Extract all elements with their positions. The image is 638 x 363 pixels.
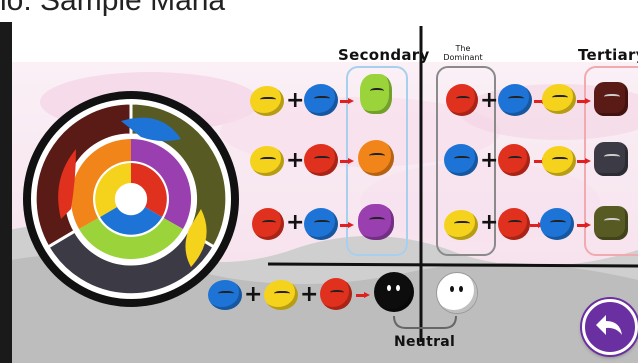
yellow-blob [444, 210, 478, 240]
left-edge-bar [0, 22, 12, 363]
red-blob [498, 144, 530, 176]
arrow-icon [577, 222, 591, 228]
plus-sign: + [286, 148, 305, 173]
plus-sign: + [286, 210, 305, 235]
purple-blob [358, 204, 394, 240]
back-arrow-icon [596, 315, 622, 335]
color-wheel [23, 91, 239, 307]
white-blob [436, 272, 478, 314]
dominant-column-box [436, 66, 496, 256]
green-blob [360, 74, 392, 114]
arrow-icon [577, 158, 591, 164]
yellow-blob [250, 86, 284, 116]
blue-blob [444, 144, 478, 176]
red-blob [320, 278, 352, 310]
arrow-icon [340, 98, 354, 104]
dark-red-blob [594, 82, 628, 116]
neutral-label: Neutral [394, 334, 456, 350]
back-button[interactable] [582, 299, 638, 355]
arrow-icon [356, 292, 370, 298]
yellow-blob [264, 280, 298, 310]
arrow-icon [340, 158, 354, 164]
color-mixing-scene: Secondary The Dominant Tertiary Neutral … [0, 22, 638, 363]
olive-blob [594, 206, 628, 240]
red-blob [498, 208, 530, 240]
arrow-icon [340, 222, 354, 228]
arrow-icon [577, 98, 591, 104]
orange-blob [358, 140, 394, 176]
blue-blob [304, 208, 338, 240]
neutral-bracket [393, 315, 457, 329]
plus-sign: + [300, 282, 319, 307]
red-blob [304, 144, 338, 176]
plus-sign: + [286, 88, 305, 113]
yellow-blob [542, 84, 576, 114]
dark-gray-blob [594, 142, 628, 176]
plus-sign: + [244, 282, 263, 307]
blue-blob [304, 84, 338, 116]
dominant-label: The Dominant [443, 44, 483, 62]
black-blob [374, 272, 414, 312]
top-cropped-title: lo: Sample Mana [0, 0, 638, 22]
red-blob [252, 208, 284, 240]
red-blob [446, 84, 478, 116]
plus-sign: + [480, 210, 499, 235]
plus-sign: + [480, 88, 499, 113]
yellow-blob [542, 146, 576, 176]
blue-blob [498, 84, 532, 116]
secondary-label: Secondary [338, 46, 430, 64]
plus-sign: + [480, 148, 499, 173]
blue-blob [208, 280, 242, 310]
blue-blob [540, 208, 574, 240]
yellow-blob [250, 146, 284, 176]
tertiary-label: Tertiary [578, 46, 638, 64]
